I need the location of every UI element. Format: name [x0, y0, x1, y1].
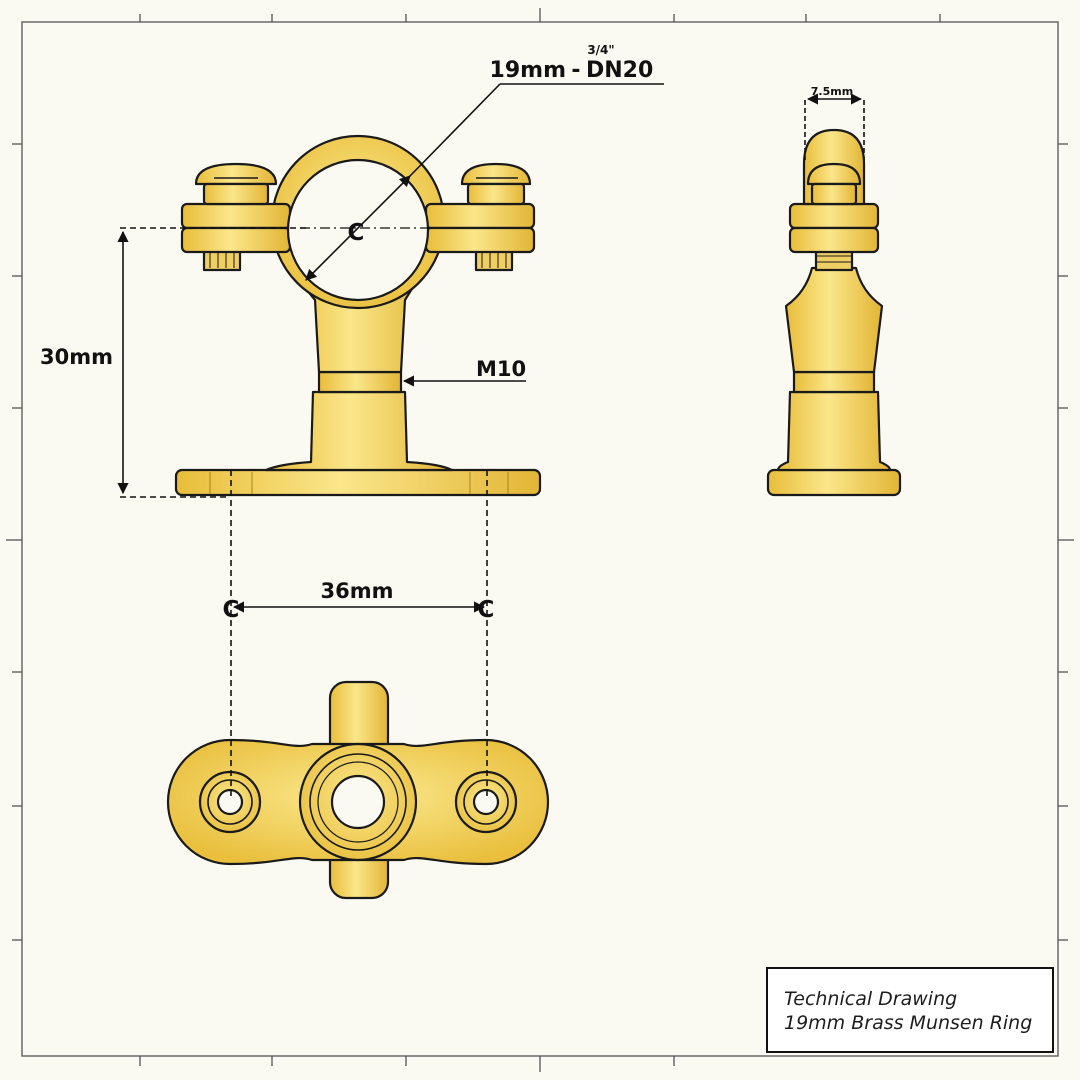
top-view	[166, 680, 550, 900]
title-block: Technical Drawing 19mm Brass Munsen Ring	[766, 967, 1054, 1053]
thread-label: M10	[476, 357, 526, 381]
center-mark-hole-right: C	[478, 597, 495, 623]
pipe-size-separator: -	[571, 58, 580, 83]
dimension-lines	[117, 83, 865, 800]
height-label: 30mm	[40, 345, 113, 369]
front-view	[174, 134, 542, 497]
center-mark-hole-left: C	[223, 597, 240, 623]
side-width-label: 7.5mm	[811, 85, 853, 98]
drawing-frame	[6, 8, 1074, 1072]
title-line-1: Technical Drawing	[784, 988, 958, 1010]
pipe-dn-label: DN20	[586, 58, 653, 83]
title-line-2: 19mm Brass Munsen Ring	[784, 1012, 1033, 1034]
center-mark-ring: C	[348, 220, 365, 246]
pipe-size-label: 19mm	[490, 58, 566, 83]
hole-spacing-label: 36mm	[321, 579, 394, 603]
side-view	[766, 128, 902, 497]
pipe-inch-label: 3/4"	[587, 43, 614, 57]
